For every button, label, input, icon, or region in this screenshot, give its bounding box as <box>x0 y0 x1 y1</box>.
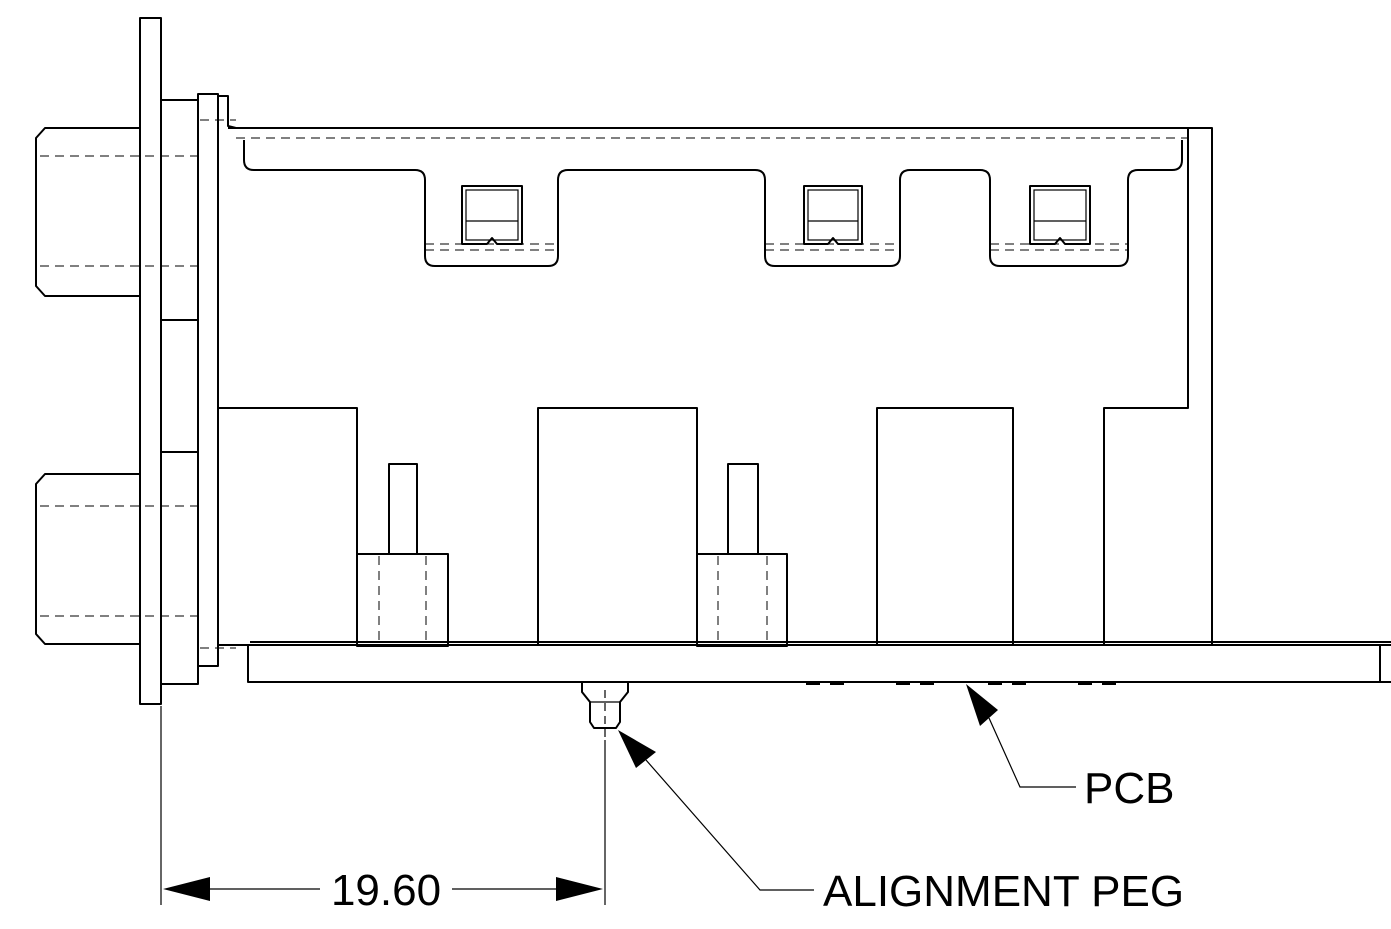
pcb-label: PCB <box>1084 764 1174 813</box>
snap-latch-2 <box>803 185 863 245</box>
panel-flange <box>160 93 237 685</box>
dimension-arrowhead-left <box>163 877 210 901</box>
alignment-peg-label: ALIGNMENT PEG <box>823 867 1184 916</box>
connector-lower <box>35 473 200 645</box>
dimension-19-60: 19.60 <box>160 706 606 915</box>
peg-leader-arrowhead <box>618 730 656 768</box>
connector-upper <box>35 127 200 297</box>
pcb-leader-arrowhead <box>966 684 998 726</box>
shield-can-outline <box>218 127 1213 645</box>
alignment-peg <box>581 682 629 740</box>
leader-pcb: PCB <box>966 684 1174 813</box>
standoff-left <box>356 463 449 647</box>
snap-latch-1 <box>461 185 523 245</box>
pcb-board <box>218 641 1391 685</box>
leader-alignment-peg: ALIGNMENT PEG <box>618 730 1184 916</box>
rail-hidden-lines <box>425 243 1128 251</box>
front-panel-plate <box>139 17 162 705</box>
standoff-right <box>696 463 788 647</box>
snap-latch-3 <box>1029 185 1091 245</box>
dimension-arrowhead-right <box>556 877 603 901</box>
dimension-value-label: 19.60 <box>331 866 441 915</box>
shield-inner-rail <box>243 140 1183 267</box>
